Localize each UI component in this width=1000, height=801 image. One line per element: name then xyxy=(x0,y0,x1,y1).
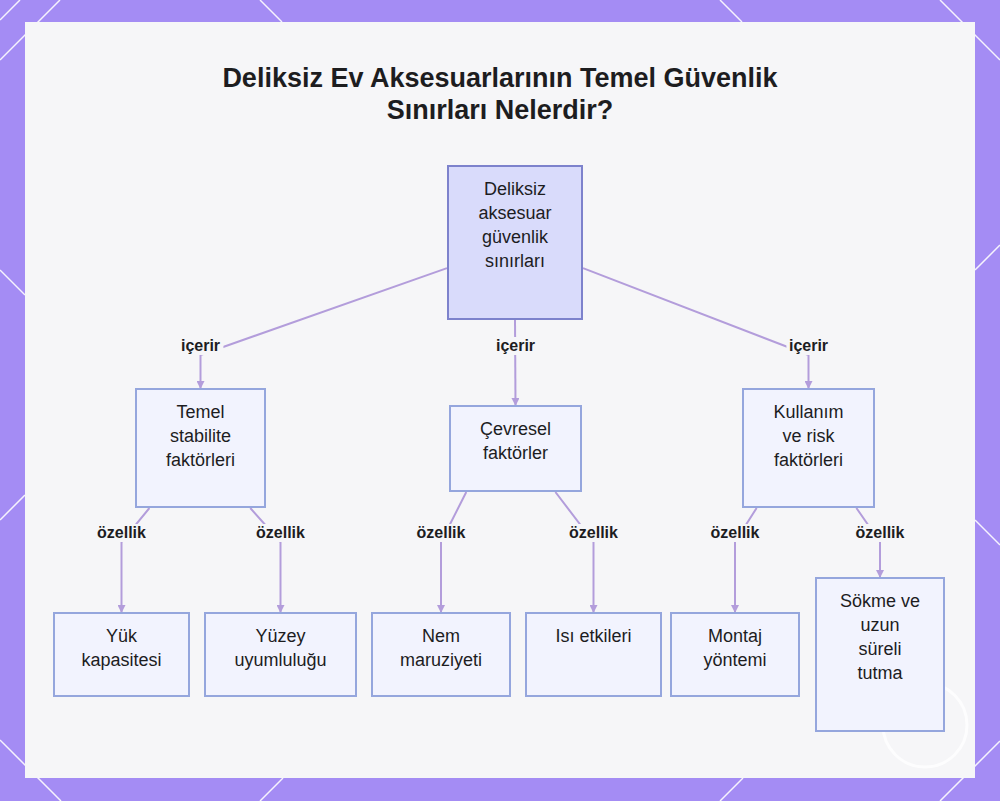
feature-box: Sökme ve uzun süreli tutma xyxy=(815,577,945,732)
edge-label: içerir xyxy=(786,337,831,355)
node-text: Yük kapasitesi xyxy=(77,624,166,672)
edge-label: içerir xyxy=(493,337,538,355)
connector-line xyxy=(856,508,880,577)
connector-line xyxy=(583,268,809,388)
edge-label: özellik xyxy=(566,524,621,542)
connector-line xyxy=(201,268,448,388)
diagram-title: Deliksiz Ev Aksesuarlarının Temel Güvenl… xyxy=(220,62,780,126)
edge-label: içerir xyxy=(178,337,223,355)
node-text: Isı etkileri xyxy=(549,624,638,648)
node-text: Montaj yöntemi xyxy=(694,624,776,672)
connector-line xyxy=(514,320,517,405)
node-text: Nem maruziyeti xyxy=(395,624,487,672)
feature-box: Montaj yöntemi xyxy=(670,612,800,697)
node-text: Kullanım ve risk faktörleri xyxy=(766,400,851,472)
edge-label: özellik xyxy=(853,524,908,542)
edge-label: özellik xyxy=(253,524,308,542)
node-text: Yüzey uyumluluğu xyxy=(228,624,333,672)
node-text: Temel stabilite faktörleri xyxy=(159,400,242,472)
feature-box: Yük kapasitesi xyxy=(53,612,190,697)
node-text: Sökme ve uzun süreli tutma xyxy=(839,589,921,685)
feature-box: Yüzey uyumluluğu xyxy=(204,612,357,697)
edge-label: özellik xyxy=(414,524,469,542)
edge-label: özellik xyxy=(708,524,763,542)
category-box: Kullanım ve risk faktörleri xyxy=(742,388,875,508)
connector-line xyxy=(555,492,593,612)
node-text: Çevresel faktörler xyxy=(473,417,558,465)
category-box: Temel stabilite faktörleri xyxy=(135,388,266,508)
connector-line xyxy=(441,492,466,612)
node-text: Deliksiz aksesuar güvenlik sınırları xyxy=(467,177,563,273)
root-box: Deliksiz aksesuar güvenlik sınırları xyxy=(447,165,583,320)
feature-box: Nem maruziyeti xyxy=(371,612,511,697)
edge-label: özellik xyxy=(94,524,149,542)
feature-box: Isı etkileri xyxy=(525,612,662,697)
category-box: Çevresel faktörler xyxy=(449,405,582,492)
